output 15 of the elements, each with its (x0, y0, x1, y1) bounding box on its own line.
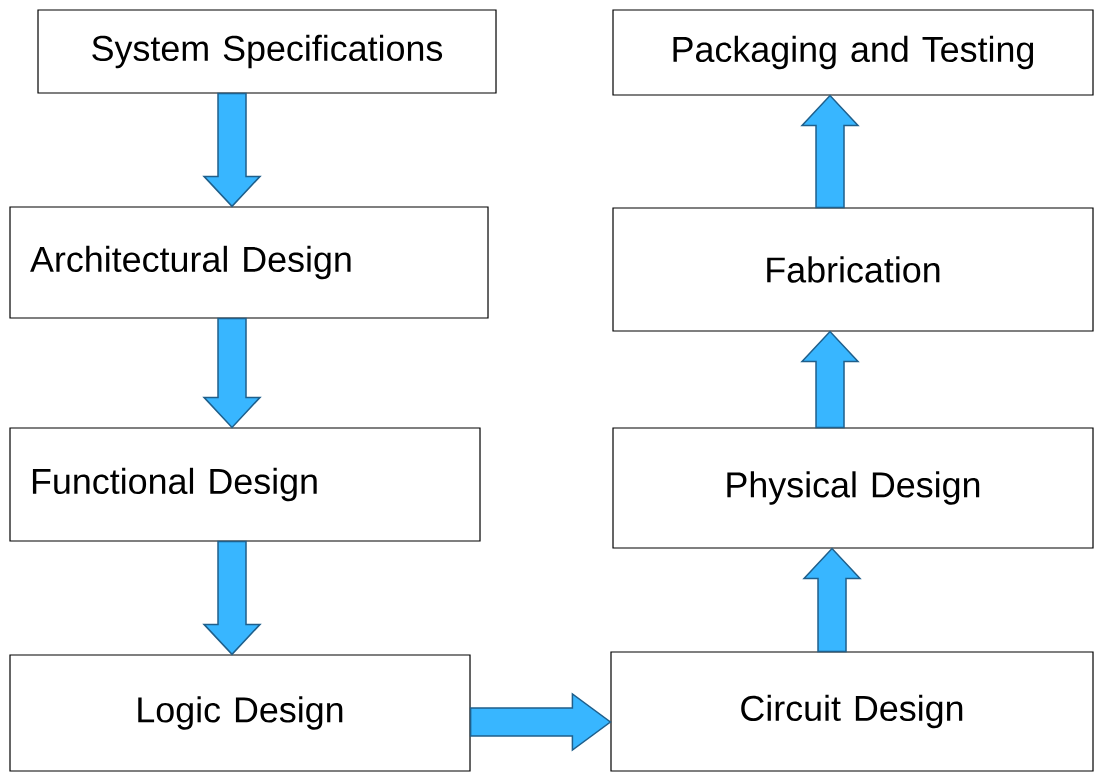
process-box: Logic Design (9, 654, 471, 772)
process-box: Architectural Design (9, 206, 489, 319)
block-arrow (802, 547, 862, 653)
block-arrow (202, 317, 262, 429)
block-arrow (800, 330, 860, 429)
process-box: Packaging and Testing (612, 9, 1094, 96)
process-box: Circuit Design (610, 651, 1094, 772)
block-arrow (469, 692, 612, 752)
block-arrow (800, 94, 860, 209)
process-box: System Specifications (37, 9, 497, 94)
process-box: Physical Design (612, 427, 1094, 549)
block-arrow (202, 92, 262, 208)
process-box: Fabrication (612, 207, 1094, 332)
process-box: Functional Design (9, 427, 481, 542)
block-arrow (202, 540, 262, 656)
